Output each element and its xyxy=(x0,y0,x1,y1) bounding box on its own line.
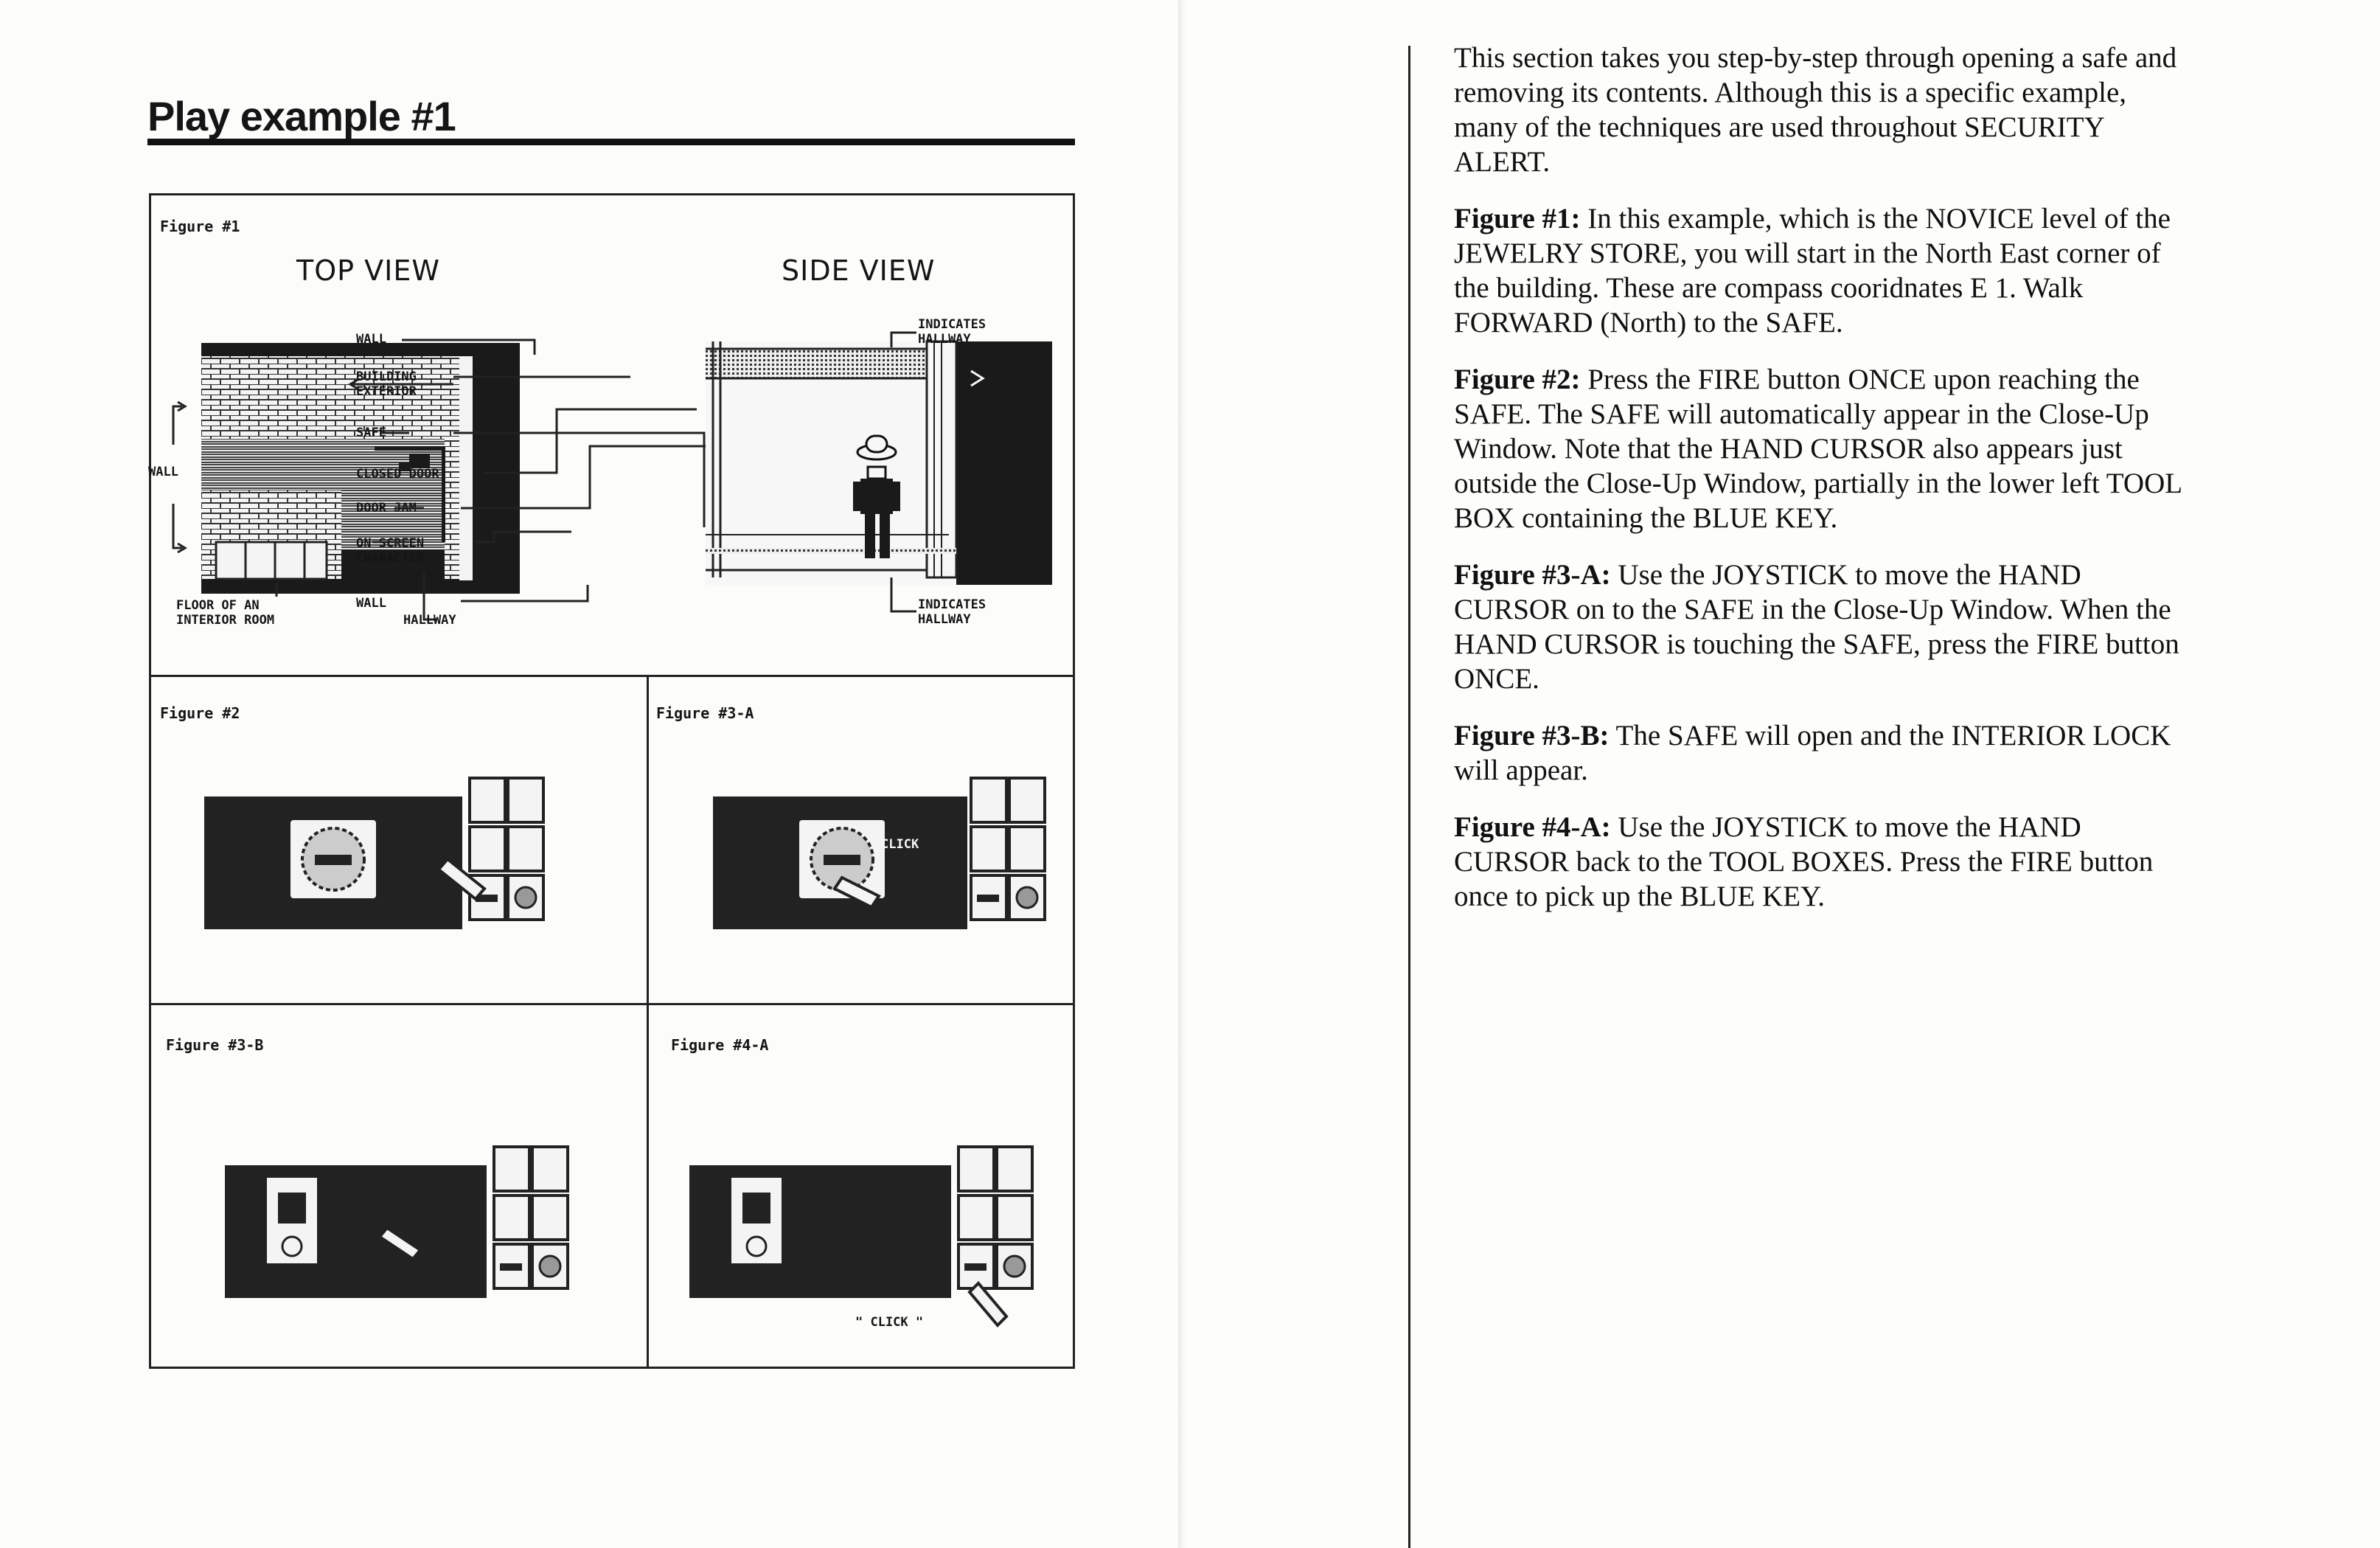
label-building-exterior: BUILDING EXTERIOR xyxy=(356,369,417,399)
side-leaders xyxy=(890,331,916,613)
figure-2-illustration xyxy=(204,777,545,929)
page-title: Play example #1 xyxy=(147,93,456,139)
label-wall-top: WALL xyxy=(356,332,386,347)
paragraph-figure-3b: Figure #3-B: The SAFE will open and the … xyxy=(1454,720,2171,786)
label-hallway: HALLWAY xyxy=(403,613,456,628)
click-label-3a: CLICK xyxy=(881,837,919,852)
label-closed-door: CLOSED DOOR xyxy=(356,467,439,482)
divider-v xyxy=(647,675,649,1367)
label-door-jam: DOOR JAM xyxy=(356,501,417,516)
figure-2-label: Figure #2 xyxy=(160,704,240,722)
figure-3b-label: Figure #3-B xyxy=(166,1036,264,1054)
side-view-title: SIDE VIEW xyxy=(782,254,936,287)
paragraph-figure-2: Figure #2: Press the FIRE button ONCE up… xyxy=(1454,364,2182,534)
label-on-screen-character: ON SCREEN CHARACTER xyxy=(356,536,425,566)
figure-panel: Figure #1 TOP VIEW SIDE VIEW xyxy=(148,193,1075,1369)
right-page xyxy=(1180,0,2380,1548)
divider-h1 xyxy=(151,675,1073,677)
figure-3a-label: Figure #3-A xyxy=(656,704,754,722)
top-view-title: TOP VIEW xyxy=(296,254,440,287)
divider-h2 xyxy=(151,1003,1073,1005)
column-rule xyxy=(1408,46,1410,1548)
label-wall-bottom: WALL xyxy=(356,596,386,611)
paragraph-figure-4a: Figure #4-A: Use the JOYSTICK to move th… xyxy=(1454,811,2154,912)
figure-3b-illustration xyxy=(225,1145,569,1298)
label-indicates-hallway-top: INDICATES HALLWAY xyxy=(918,317,987,347)
label-indicates-hallway-bottom: INDICATES HALLWAY xyxy=(918,597,987,627)
paragraph-intro: This section takes you step-by-step thro… xyxy=(1454,42,2177,178)
label-wall-left: WALL xyxy=(148,465,178,479)
title-rule xyxy=(147,139,1075,145)
figure-4a-illustration xyxy=(689,1145,1034,1327)
top-view-illustration xyxy=(201,343,520,594)
figure-4a-label: Figure #4-A xyxy=(671,1036,769,1054)
label-safe: SAFE xyxy=(356,426,386,440)
label-floor-room: FLOOR OF AN INTERIOR ROOM xyxy=(176,598,275,628)
center-leaders xyxy=(348,339,741,603)
paragraph-figure-1: Figure #1: In this example, which is the… xyxy=(1454,203,2171,339)
side-view-illustration xyxy=(706,340,1052,585)
figure-1-label: Figure #1 xyxy=(160,218,240,235)
click-label-4a: " CLICK " xyxy=(855,1315,924,1330)
book-spine xyxy=(1178,0,1187,1548)
wall-bracket xyxy=(172,400,187,554)
instructions-text: This section takes you step-by-step thro… xyxy=(1454,41,2191,936)
top-view-leaders xyxy=(275,572,437,621)
figure-3a-illustration xyxy=(713,777,1046,929)
paragraph-figure-3a: Figure #3-A: Use the JOYSTICK to move th… xyxy=(1454,559,2179,695)
